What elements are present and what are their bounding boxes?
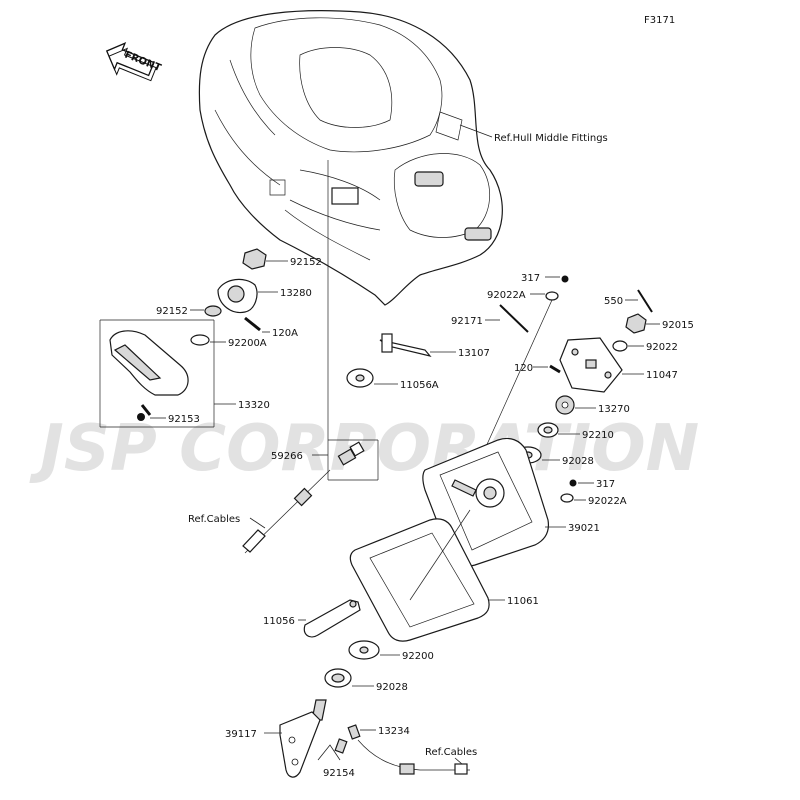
washer-92022A-top bbox=[545, 291, 559, 301]
label-92154[interactable]: 92154 bbox=[323, 768, 355, 779]
label-317-top[interactable]: 317 bbox=[521, 273, 540, 284]
label-11056[interactable]: 11056 bbox=[263, 616, 295, 627]
cables-left-ref[interactable]: Ref.Cables bbox=[188, 514, 240, 525]
bolt-92154 bbox=[334, 738, 348, 754]
label-550[interactable]: 550 bbox=[604, 296, 623, 307]
label-13280[interactable]: 13280 bbox=[280, 288, 312, 299]
label-92171[interactable]: 92171 bbox=[451, 316, 483, 327]
washer-92200A bbox=[190, 334, 210, 346]
washer-92200 bbox=[348, 640, 380, 660]
label-39117[interactable]: 39117 bbox=[225, 729, 257, 740]
nut-92152-top bbox=[242, 248, 267, 270]
bushing-92028-bottom bbox=[324, 668, 352, 688]
lever-11056 bbox=[303, 599, 361, 638]
hull-ref-label[interactable]: Ref.Hull Middle Fittings bbox=[494, 133, 608, 144]
label-13320[interactable]: 13320 bbox=[238, 400, 270, 411]
gear-13270 bbox=[555, 395, 575, 415]
bolt-92153 bbox=[137, 404, 152, 421]
label-13234[interactable]: 13234 bbox=[378, 726, 410, 737]
bracket-13320 bbox=[109, 330, 189, 396]
pin-92171 bbox=[499, 304, 529, 333]
washer-92152-left bbox=[204, 305, 222, 317]
label-13107[interactable]: 13107 bbox=[458, 348, 490, 359]
label-92015[interactable]: 92015 bbox=[662, 320, 694, 331]
label-92022A-top[interactable]: 92022A bbox=[487, 290, 526, 301]
washer-92022 bbox=[612, 340, 628, 352]
lever-13107 bbox=[379, 333, 432, 358]
label-92200[interactable]: 92200 bbox=[402, 651, 434, 662]
label-92153[interactable]: 92153 bbox=[168, 414, 200, 425]
label-59266[interactable]: 59266 bbox=[271, 451, 303, 462]
bolt-317-mid bbox=[569, 479, 577, 487]
bolt-120A bbox=[244, 316, 261, 332]
watermark: JSP CORPORATION bbox=[29, 412, 699, 486]
gasket-11061 bbox=[349, 518, 490, 642]
cable-left bbox=[242, 469, 331, 554]
shaft-39117 bbox=[279, 699, 327, 778]
label-11047[interactable]: 11047 bbox=[646, 370, 678, 381]
label-120[interactable]: 120 bbox=[514, 363, 533, 374]
label-11056A[interactable]: 11056A bbox=[400, 380, 439, 391]
pin-550 bbox=[637, 289, 653, 313]
label-39021[interactable]: 39021 bbox=[568, 523, 600, 534]
label-13270[interactable]: 13270 bbox=[598, 404, 630, 415]
gasket-11056A bbox=[346, 368, 374, 388]
label-120A[interactable]: 120A bbox=[272, 328, 298, 339]
front-arrow-icon bbox=[105, 42, 157, 82]
fitting-13234 bbox=[347, 724, 361, 740]
label-92210[interactable]: 92210 bbox=[582, 430, 614, 441]
plate-13280 bbox=[217, 278, 258, 314]
label-92152-left[interactable]: 92152 bbox=[156, 306, 188, 317]
diagram-id: F3171 bbox=[644, 15, 675, 26]
label-317-mid[interactable]: 317 bbox=[596, 479, 615, 490]
label-11061[interactable]: 11061 bbox=[507, 596, 539, 607]
label-92028-bottom[interactable]: 92028 bbox=[376, 682, 408, 693]
cable-bottom bbox=[357, 739, 470, 775]
cables-bottom-ref[interactable]: Ref.Cables bbox=[425, 747, 477, 758]
label-92022A-mid[interactable]: 92022A bbox=[588, 496, 627, 507]
bolt-317-top bbox=[561, 275, 569, 283]
label-92028-top[interactable]: 92028 bbox=[562, 456, 594, 467]
label-92022[interactable]: 92022 bbox=[646, 342, 678, 353]
bolt-120 bbox=[549, 364, 561, 374]
label-92152-top[interactable]: 92152 bbox=[290, 257, 322, 268]
washer-92022A-mid bbox=[560, 493, 574, 503]
spring-92210 bbox=[537, 422, 559, 438]
label-92200A[interactable]: 92200A bbox=[228, 338, 267, 349]
nut-92015 bbox=[625, 313, 647, 334]
hull-body bbox=[198, 10, 503, 306]
bracket-11047 bbox=[559, 337, 623, 393]
fitting-59266 bbox=[337, 441, 365, 466]
